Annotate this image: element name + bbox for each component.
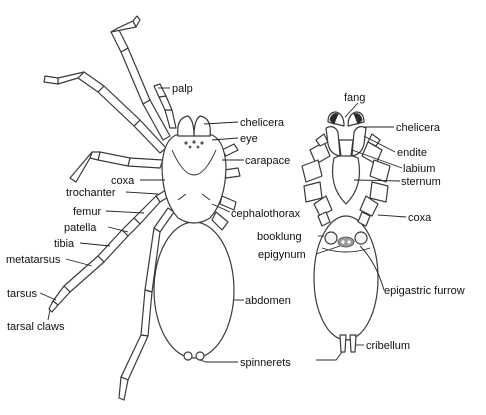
dorsal-abdomen: [153, 221, 235, 359]
label-tarsus: tarsus: [7, 288, 37, 300]
label-palp: palp: [172, 83, 193, 95]
ventral-sternum: [331, 154, 361, 205]
leader-lines: [39, 87, 407, 363]
labels: palp chelicera eye carapace coxa trochan…: [6, 83, 465, 369]
dorsal-chelicerae: [177, 115, 211, 137]
label-patella: patella: [64, 222, 97, 234]
label-abdomen: abdomen: [245, 295, 291, 307]
label-eye: eye: [240, 133, 258, 145]
label-cribellum: cribellum: [366, 340, 410, 352]
label-epigastric-furrow: epigastric furrow: [384, 285, 465, 297]
ventral-coxae-left: [301, 141, 333, 217]
ventral-epigynum: [337, 236, 355, 248]
dorsal-leg-5: [118, 207, 175, 401]
carapace-striae: [177, 193, 211, 201]
label-labium: labium: [403, 163, 435, 175]
ventral-coxae-right: [359, 141, 391, 217]
ventral-fangs: [329, 113, 363, 125]
label-carapace: carapace: [245, 155, 290, 167]
label-fang: fang: [344, 92, 365, 104]
ventral-endites: [325, 126, 367, 157]
label-metatarsus: metatarsus: [6, 254, 61, 266]
dorsal-leg-1: [110, 15, 171, 141]
ventral-labium: [338, 139, 354, 157]
label-endite: endite: [397, 147, 427, 159]
label-coxa-ventral: coxa: [408, 212, 432, 224]
label-booklung: booklung: [257, 231, 302, 243]
ventral-spider: [301, 111, 391, 353]
label-coxa-dorsal: coxa: [111, 175, 135, 187]
label-spinnerets: spinnerets: [240, 357, 291, 369]
label-chelicera-ventral: chelicera: [396, 122, 441, 134]
ventral-cribellum: [339, 334, 357, 353]
ventral-abdomen: [313, 215, 379, 341]
dorsal-leg-3: [69, 151, 164, 183]
ventral-epigastric-furrow: [321, 247, 371, 253]
ventral-trochanters: [315, 133, 381, 227]
label-epigynum: epigynum: [258, 249, 306, 261]
carapace-groove: [171, 149, 217, 176]
dorsal-eyes: [184, 140, 204, 149]
dorsal-spider: [43, 15, 241, 401]
label-trochanter: trochanter: [66, 187, 116, 199]
label-cephalothorax: cephalothorax: [231, 208, 301, 220]
label-femur: femur: [73, 206, 101, 218]
label-chelicera-dorsal: chelicera: [240, 117, 285, 129]
label-tarsal-claws: tarsal claws: [7, 321, 65, 333]
dorsal-carapace: [161, 134, 227, 224]
label-tibia: tibia: [54, 238, 75, 250]
label-sternum: sternum: [401, 176, 441, 188]
dorsal-leg-2: [43, 71, 167, 154]
ventral-booklungs: [324, 231, 368, 245]
dorsal-palp: [153, 83, 177, 129]
